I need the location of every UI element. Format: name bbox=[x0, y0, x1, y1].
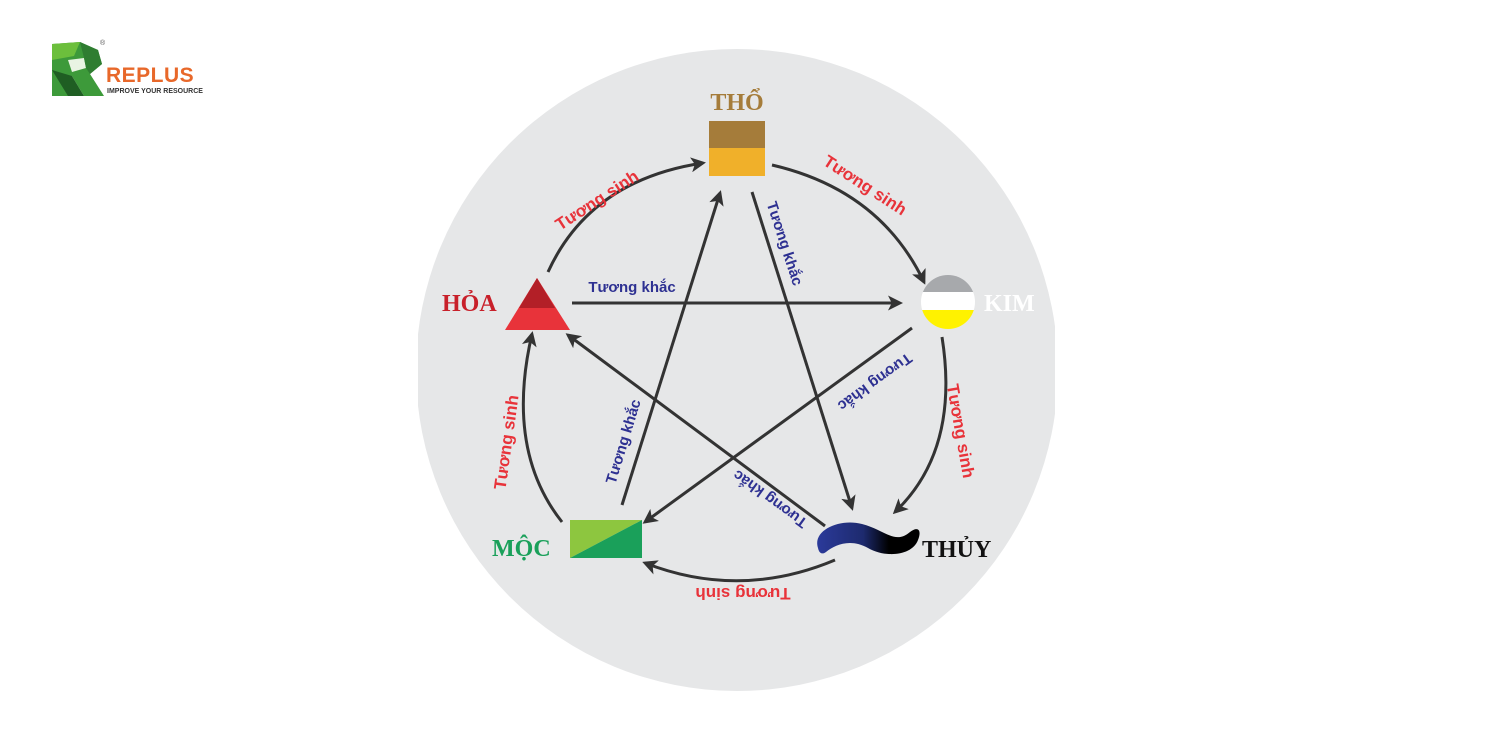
tho-label: THỔ bbox=[710, 89, 763, 116]
khac-arrow-kim-moc bbox=[642, 326, 913, 524]
brand-name: REPLUS bbox=[106, 64, 195, 87]
registered-mark: ® bbox=[100, 40, 106, 47]
hoa-label: HỎA bbox=[442, 291, 497, 317]
khac-arrow-tho-thuy bbox=[750, 191, 856, 511]
sinh-arrow-hoa-tho bbox=[546, 157, 706, 273]
moc-label: MỘC bbox=[492, 536, 551, 562]
sinh-arrow-tho-kim bbox=[771, 163, 926, 285]
replus-r-mark-icon bbox=[52, 42, 104, 96]
thuy-label: THỦY bbox=[922, 537, 991, 563]
sinh-arrow-moc-hoa bbox=[521, 331, 564, 523]
brand-tagline: IMPROVE YOUR RESOURCE bbox=[107, 88, 203, 95]
sinh-label-thuy-moc: Tương sinh bbox=[695, 584, 790, 603]
kim-circle-icon bbox=[921, 275, 975, 329]
khac-label-hoa-kim: Tương khắc bbox=[588, 278, 675, 296]
kim-label: KIM bbox=[984, 291, 1035, 317]
khac-arrow-moc-tho bbox=[620, 190, 724, 506]
thuy-wave-icon bbox=[817, 522, 920, 555]
replus-logo: ® REPLUS IMPROVE YOUR RESOURCE bbox=[50, 40, 220, 100]
khac-arrow-thuy-hoa bbox=[565, 333, 826, 528]
tho-square-icon bbox=[709, 121, 765, 148]
sinh-arrow-kim-thuy bbox=[892, 336, 948, 515]
sinh-arrow-thuy-moc bbox=[642, 558, 836, 583]
